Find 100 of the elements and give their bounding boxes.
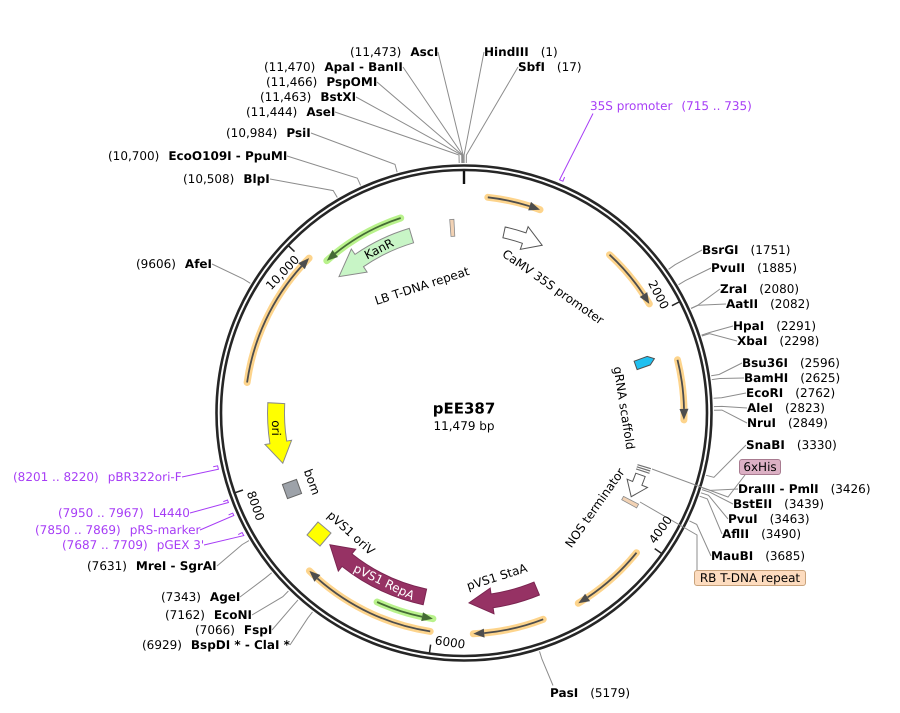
leader-line (464, 52, 484, 164)
site-position: (11,470) (264, 60, 316, 74)
primer-range: (8201 .. 8220) (13, 470, 99, 484)
primer-name: L4440 (152, 506, 190, 520)
leader-line (212, 264, 251, 284)
site-position: (6929) (142, 638, 182, 652)
enzyme-name: XbaI (737, 334, 768, 348)
site-position: (2082) (770, 296, 810, 312)
enzyme-name: PvuI (728, 512, 758, 526)
enzyme-name: BamHI (744, 370, 788, 386)
site-position: (11,463) (260, 90, 312, 104)
site-position: (2849) (788, 416, 828, 430)
site-position: (2596) (800, 356, 840, 370)
leader-line (240, 572, 272, 598)
site-position: (1) (540, 44, 558, 60)
leader-line (290, 611, 313, 646)
enzyme-name: AfeI (184, 256, 212, 272)
leader-line (334, 112, 460, 164)
primer-name: pGEX 3' (156, 538, 204, 552)
leader-line (678, 268, 712, 286)
leader-line (356, 96, 462, 164)
enzyme-name: MreI - SgrAI (136, 558, 217, 574)
site-position: (1885) (757, 260, 797, 276)
site-position: (3426) (830, 482, 870, 496)
primer-name: pBR322ori-F (108, 470, 182, 484)
enzyme-name: PspOMI (326, 74, 378, 90)
enzyme-name: AflII (722, 526, 750, 542)
enzyme-name: BsrGI (702, 242, 739, 258)
leader-line (690, 304, 726, 309)
enzyme-name: BspDI * - ClaI * (190, 638, 290, 652)
leader-line (690, 288, 720, 309)
enzyme-name: PvuII (711, 260, 746, 276)
site-position: (11,473) (350, 44, 402, 60)
site-position: (11,444) (246, 104, 298, 120)
feature-tag: 6xHis (739, 459, 781, 475)
leader-line (466, 66, 518, 164)
leader-line (402, 66, 464, 164)
primer-range: (715 .. 735) (681, 98, 752, 114)
leader-line (668, 250, 702, 270)
enzyme-name: MauBI (711, 548, 754, 564)
site-position: (2762) (795, 386, 836, 400)
feature-marker (635, 463, 652, 475)
enzyme-name: BstXI (320, 90, 356, 104)
enzyme-name: FspI (244, 622, 272, 638)
leader-line (204, 532, 244, 546)
plasmid-name: pEE387 (432, 400, 496, 418)
enzyme-name: PasI (550, 686, 578, 700)
enzyme-name: DraIII - PmlI (738, 482, 819, 496)
leader-line (216, 540, 250, 566)
primer-name: 35S promoter (590, 98, 672, 114)
enzyme-name: HindIII (484, 44, 529, 60)
leader-line (272, 599, 298, 630)
leader-line (711, 378, 744, 380)
leader-line (652, 468, 746, 498)
enzyme-name: AleI (747, 400, 774, 416)
enzyme-name: BstEII (733, 496, 772, 512)
leader-line (252, 590, 289, 616)
site-position: (2080) (759, 282, 800, 296)
enzyme-name: ZraI (720, 282, 748, 296)
site-position: (7343) (161, 590, 201, 604)
leader-line (713, 406, 748, 408)
enzyme-name: EcoRI (746, 386, 784, 400)
enzyme-name: AatII (726, 296, 758, 312)
enzyme-name: AgeI (210, 590, 240, 604)
leader-line (699, 496, 722, 534)
leader-line (270, 178, 338, 198)
tick-label: 8000 (244, 489, 265, 522)
plasmid-size: 11,479 bp (433, 419, 495, 433)
site-position: (3490) (761, 526, 802, 542)
leader-line (701, 326, 734, 336)
leader-line (702, 489, 734, 504)
site-position: (1751) (750, 242, 790, 258)
enzyme-name: SnaBI (746, 438, 785, 452)
site-position: (3330) (796, 438, 837, 452)
leader-line (700, 492, 728, 520)
site-position: (2291) (776, 318, 816, 334)
site-position: (7066) (195, 622, 235, 638)
leader-line (689, 520, 712, 556)
leader-line (286, 156, 362, 186)
enzyme-name: SbfI (518, 60, 545, 74)
feature-label: LB T-DNA repeat (372, 264, 472, 308)
enzyme-name: AscI (410, 44, 438, 60)
feature-label: bom (300, 467, 324, 497)
leader-line (200, 512, 234, 530)
leader-line (539, 650, 554, 686)
enzyme-name: EcoNI (214, 608, 252, 622)
leader-line (714, 410, 748, 424)
feature-label: gRNA scaffold (610, 366, 638, 450)
site-position: (3439) (784, 496, 824, 512)
leader-line (713, 392, 746, 399)
site-position: (9606) (136, 256, 176, 272)
tick-label: 6000 (434, 634, 466, 650)
feature-label: pVS1 StaA (464, 560, 530, 594)
feature-label: KanR (362, 236, 396, 262)
leader-line (182, 465, 219, 478)
feature-label: ori (269, 420, 283, 436)
site-position: (10,700) (108, 148, 160, 164)
site-position: (7162) (165, 608, 205, 622)
site-position: (3685) (765, 548, 806, 564)
site-position: (10,984) (226, 126, 278, 140)
